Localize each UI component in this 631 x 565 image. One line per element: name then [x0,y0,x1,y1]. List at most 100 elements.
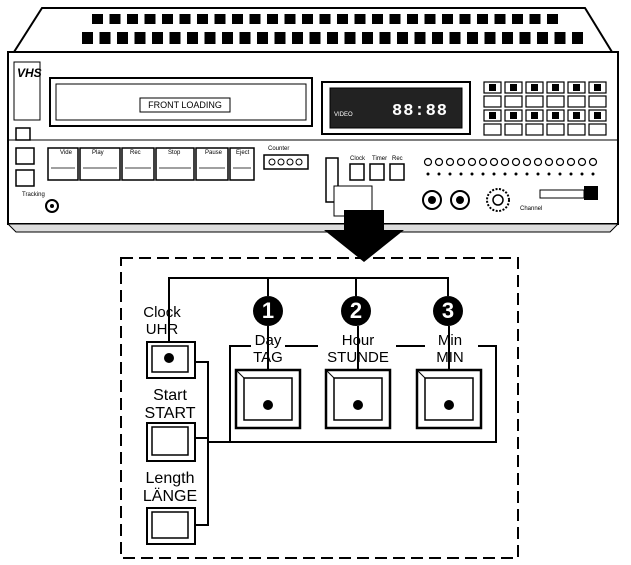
vcr-top [12,7,614,53]
tuning-knob[interactable] [544,157,554,167]
transport-button[interactable] [155,147,195,181]
program-key[interactable] [567,95,586,108]
vent-slot [319,14,331,24]
vent-slot [274,32,286,44]
tuning-knob[interactable] [456,157,466,167]
panel-tag: Rec [130,150,141,156]
key-indicator [531,112,538,119]
key-indicator [489,84,496,91]
program-key[interactable] [504,123,523,136]
power-button[interactable] [15,127,31,141]
tuning-knob[interactable] [555,157,565,167]
program-key[interactable] [525,95,544,108]
start-button[interactable] [146,422,196,462]
vent-slot [232,14,243,24]
day-label-en: Day [254,332,282,349]
tuning-knob[interactable] [533,157,543,167]
tuning-knob[interactable] [478,157,488,167]
hour-label-de: STUNDE [327,349,389,366]
clock-display: 88:88 [392,102,449,121]
program-key[interactable] [588,123,607,136]
vent-slot [179,14,191,24]
transport-button[interactable] [195,147,229,181]
vent-slot [424,14,436,24]
counter-digit [295,158,303,166]
tuning-knob[interactable] [577,157,587,167]
program-key[interactable] [525,123,544,136]
vent-slot [572,32,583,44]
key-indicator [510,112,517,119]
timer-button[interactable] [15,169,35,187]
vent-slot [459,14,471,24]
hour-label-en: Hour [341,332,375,349]
program-key[interactable] [483,95,502,108]
min-label-de: MIN [436,349,464,366]
vent-slot [284,14,296,24]
transport-button[interactable] [79,147,121,181]
program-key[interactable] [483,123,502,136]
vent-slot [449,32,461,44]
program-key[interactable] [546,95,565,108]
clock-label-de: UHR [145,321,179,338]
vent-slot [239,32,251,44]
vent-slot [512,14,523,24]
program-key[interactable] [567,123,586,136]
tuning-knob[interactable] [511,157,521,167]
vent-slot [117,32,128,44]
tuning-knob[interactable] [467,157,477,167]
key-indicator [489,112,496,119]
day-button[interactable] [234,368,302,430]
program-key[interactable] [504,95,523,108]
tuning-knob[interactable] [489,157,499,167]
vent-slot [414,32,426,44]
vent-slot [99,32,111,44]
clock-label: Clock UHR [132,304,192,338]
vent-slot [302,14,313,24]
tuning-knob[interactable] [423,157,433,167]
eject-button[interactable] [15,147,35,165]
program-key[interactable] [546,123,565,136]
vent-slot [109,14,121,24]
display-window [321,81,471,135]
min-button[interactable] [415,368,483,430]
program-key[interactable] [588,95,607,108]
vhs-logo: VHS [17,66,42,80]
cassette-label: FRONT LOADING [148,100,222,110]
panel-tag: Clock [350,156,366,162]
counter-digit [277,158,285,166]
wiring-lines [168,277,497,526]
tuning-knob[interactable] [588,157,598,167]
vent-slot [267,14,278,24]
vent-slot [554,32,566,44]
vcr-left-column [13,61,59,213]
vent-slot [432,32,443,44]
length-label: Length LÄNGE [132,470,208,506]
length-button[interactable] [146,507,196,545]
tuning-knob[interactable] [434,157,444,167]
length-label-de: LÄNGE [142,488,198,505]
detail-frame [120,257,519,559]
panel-tag: Counter [268,146,290,152]
control-knobs [422,186,598,212]
vent-slot [92,14,103,24]
transport-button[interactable] [47,147,79,181]
clock-button[interactable] [146,341,196,379]
day-label-de: TAG [253,349,283,366]
transport-button[interactable] [229,147,255,181]
tuning-knob[interactable] [522,157,532,167]
tuning-knob[interactable] [566,157,576,167]
hour-button[interactable] [324,368,392,430]
length-label-en: Length [145,470,195,487]
vent-slot [442,14,453,24]
vent-slot [529,14,541,24]
tuning-knob[interactable] [500,157,510,167]
key-indicator [573,112,580,119]
vent-slot [537,32,548,44]
vent-slot [397,32,408,44]
transport-button[interactable] [121,147,155,181]
tuning-knob[interactable] [445,157,455,167]
vent-slot [327,32,338,44]
program-button-grid [483,81,607,136]
tape-counter [263,154,309,170]
